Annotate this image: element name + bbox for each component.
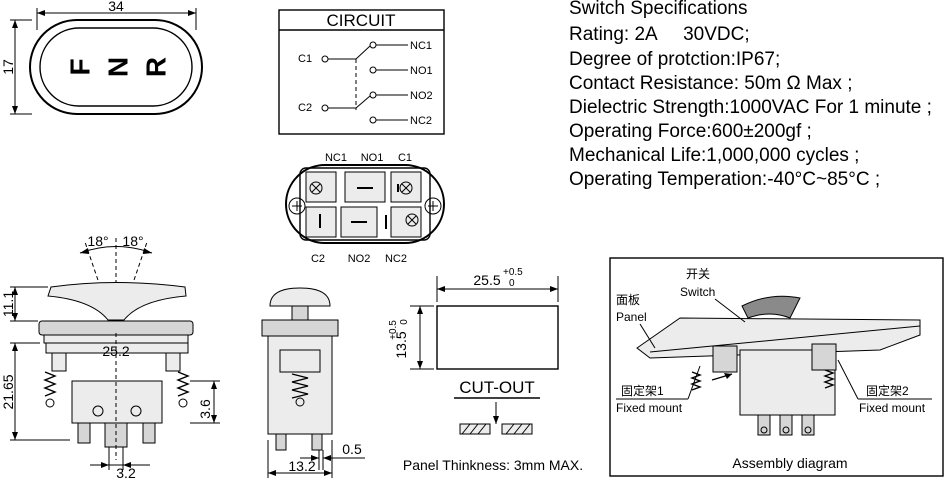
front-rocker <box>47 282 187 321</box>
circuit-nc1-label: NC1 <box>410 40 432 52</box>
top-button-face <box>39 27 193 107</box>
cutout-height-plus: +0.5 <box>388 320 399 340</box>
angle-left: 18° <box>87 233 108 249</box>
spec-title: Switch Specifications <box>569 0 747 19</box>
spec-list: Switch Specifications Rating: 2A 30VDC; … <box>569 0 932 190</box>
dim-3-2: 3.2 <box>116 465 136 481</box>
spec-line: Operating Temperation:-40°C~85°C ; <box>569 169 880 190</box>
term-bot-no2: NO2 <box>348 253 371 265</box>
cutout-width-minus: 0 <box>509 278 515 289</box>
front-view: 18° 18° 11.1 21.65 <box>0 233 220 481</box>
top-view: 34 17 F N R <box>0 0 203 115</box>
dim-0-5: 0.5 <box>342 441 362 457</box>
assembly-mount2-cn: 固定架2 <box>866 383 909 398</box>
circuit-title: CIRCUIT <box>327 11 396 30</box>
cutout-width: 25.5 <box>473 272 500 288</box>
spec-line: Dielectric Strength:1000VAC For 1 minute… <box>569 97 932 118</box>
circuit-c2-label: C2 <box>298 102 312 114</box>
dim-11-1: 11.1 <box>0 291 16 317</box>
dim-25-2: 25.2 <box>102 343 129 359</box>
cutout-view: 25.5 +0.5 0 13.5 +0.5 0 CUT-OUT Panel Th… <box>388 267 583 473</box>
spec-line: Rating: 2A 30VDC; <box>569 24 750 45</box>
spec-line: Mechanical Life:1,000,000 cycles ; <box>569 145 859 166</box>
circuit-no1-label: NO1 <box>410 65 433 77</box>
term-top-c1: C1 <box>398 152 412 164</box>
circuit-c1-label: C1 <box>298 53 312 65</box>
top-width-dim: 34 <box>108 0 124 14</box>
spec-line: Degree of protction:IP67; <box>569 49 780 70</box>
side-cap <box>269 287 331 307</box>
cutout-height: 13.5 <box>393 331 409 358</box>
assembly-panel <box>636 317 921 359</box>
circuit-no2-label: NO2 <box>410 90 433 102</box>
dim-3-6: 3.6 <box>197 399 213 419</box>
term-top-no1: NO1 <box>361 152 384 164</box>
spec-line: Operating Force:600±200gf ; <box>569 121 812 142</box>
cutout-height-minus: 0 <box>399 319 410 325</box>
angle-right: 18° <box>122 233 143 249</box>
terminal-view: NC1 NO1 C1 C2 NO2 NC <box>285 152 445 265</box>
cutout-width-plus: +0.5 <box>503 267 523 278</box>
assembly-caption: Assembly diagram <box>732 455 847 471</box>
assembly-panel-en: Panel <box>616 310 647 324</box>
letter-r: R <box>141 57 172 77</box>
side-view: 13.2 0.5 <box>261 287 365 478</box>
assembly-mount1-cn: 固定架1 <box>621 383 664 398</box>
assembly-mount1-en: Fixed mount <box>616 401 683 415</box>
assembly-switch-cn: 开关 <box>686 267 710 281</box>
assembly-panel-cn: 面板 <box>616 293 640 307</box>
top-height-dim: 17 <box>0 59 16 75</box>
term-bot-nc2: NC2 <box>385 253 407 265</box>
circuit-diagram: CIRCUIT C1 NC1 NO1 C2 NO2 NC2 <box>278 9 445 135</box>
letter-f: F <box>65 58 96 75</box>
assembly-rocker <box>741 295 801 319</box>
top-bezel-outline <box>29 19 203 115</box>
assembly-mount2-en: Fixed mount <box>859 401 926 415</box>
letter-n: N <box>103 57 134 77</box>
assembly-switch-en: Switch <box>680 285 715 299</box>
dim-21-65: 21.65 <box>0 374 16 409</box>
circuit-nc2-label: NC2 <box>410 115 432 127</box>
cutout-title: CUT-OUT <box>459 378 535 397</box>
dim-13-2: 13.2 <box>288 458 315 474</box>
term-bot-c2: C2 <box>311 253 325 265</box>
cutout-rect <box>436 305 559 370</box>
term-top-nc1: NC1 <box>325 152 347 164</box>
spec-line: Contact Resistance: 50m Ω Max ; <box>569 73 852 94</box>
panel-thickness-note: Panel Thinkness: 3mm MAX. <box>403 457 583 473</box>
assembly-diagram: 开关 Switch 面板 Panel 固定架1 Fixed mount 固定架2… <box>609 257 944 477</box>
